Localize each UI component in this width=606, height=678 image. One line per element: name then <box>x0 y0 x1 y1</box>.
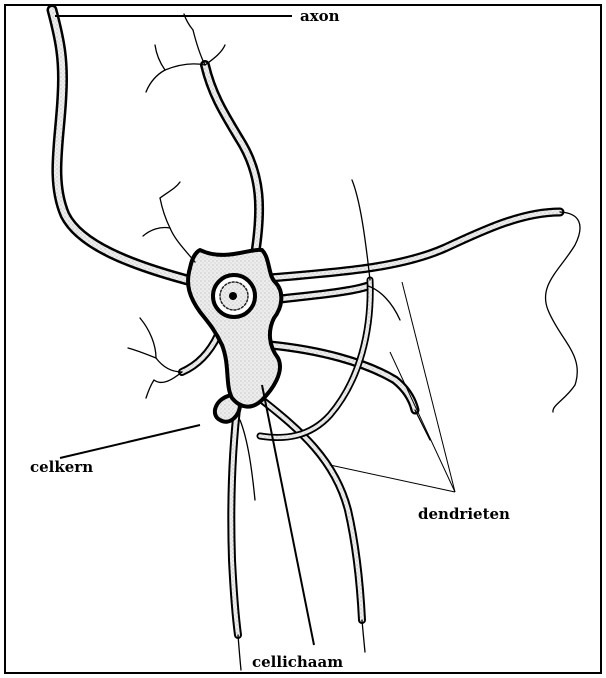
axon-label: axon <box>300 7 340 25</box>
celkern-label: celkern <box>30 458 93 476</box>
axon-process <box>52 10 195 282</box>
celkern-leader-line <box>60 425 200 458</box>
dendrieten-leader-a <box>402 282 455 492</box>
thin-fibers <box>128 14 580 670</box>
dendrieten-leader-c <box>330 465 455 492</box>
frame-border <box>5 5 601 673</box>
nucleolus <box>229 292 237 300</box>
cellichaam-label: cellichaam <box>252 653 343 671</box>
dendrieten-leader-b <box>390 352 455 492</box>
dendrieten-label: dendrieten <box>418 505 510 523</box>
dendrite-left-lower <box>182 335 218 372</box>
dendrite-right <box>270 212 560 278</box>
neuron <box>52 10 580 670</box>
